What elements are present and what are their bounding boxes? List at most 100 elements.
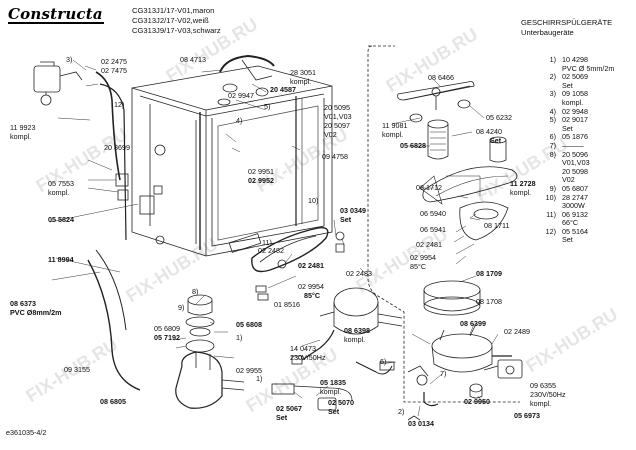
callout-part-number: 02 2483: [346, 269, 372, 278]
parts-text: 05 5164 Set: [562, 226, 588, 245]
parts-ref: 12): [545, 226, 556, 236]
category-title: GESCHIRRSPÜLGERÄTE: [521, 18, 613, 27]
logo-underline: [8, 22, 104, 24]
subcategory-title: Unterbaugeräte: [521, 28, 574, 37]
parts-text: 02 9948: [562, 106, 588, 116]
callout-part-number: 05 7553: [48, 179, 74, 188]
callout-part-number: 02 9951: [248, 167, 274, 176]
callout-note: Set: [490, 136, 502, 145]
callout-part-number: 08 4713: [180, 55, 206, 64]
callout-part-number: 08 6466: [428, 73, 454, 82]
callout-part-number: 02 5067: [276, 404, 302, 413]
callout-note: 230V/50Hz: [290, 353, 326, 362]
callout-note: 85°C: [410, 262, 427, 271]
parts-list-row: 2)02 5069 Set: [540, 72, 634, 90]
callout-part-number: 05 6828: [400, 141, 426, 150]
parts-list-row: 8) 20 5096 V01,V03 20 5098 V02: [540, 149, 634, 185]
callout-note: V01,V03: [324, 112, 352, 121]
callout-note: kompl.: [382, 130, 404, 139]
parts-ref: 7): [549, 140, 556, 150]
callout-part-number: 02 5070: [328, 398, 354, 407]
callout-note: PVC Ø8mm/2m: [10, 308, 62, 317]
callout-part-number: 05 5824: [48, 215, 74, 224]
callout-part-number: 09 4758: [322, 152, 348, 161]
callout-part-number: 20 8699: [104, 143, 130, 152]
callout-part-number: 05 1835: [320, 378, 346, 387]
parts-list-row: 9) 05 6807: [540, 183, 634, 194]
callout-part-number: 06 5941: [420, 225, 446, 234]
callout-note: kompl.: [48, 188, 70, 197]
callout-note: Set: [328, 407, 340, 416]
callout-ref: 9): [178, 303, 185, 312]
callout-part-number: 09 6355: [530, 381, 556, 390]
callout-ref: 6): [380, 357, 387, 366]
parts-text: 02 9017 Set: [562, 115, 588, 133]
callout-part-number: 20 5095: [324, 103, 350, 112]
callout-ref: 1): [256, 374, 263, 383]
callout-part-number: 08 1712: [416, 183, 442, 192]
parts-text: 10 4298 PVC Ø 5mm/2m: [562, 55, 615, 73]
parts-ref: 2): [549, 72, 556, 82]
parts-ref: 5): [549, 115, 556, 125]
callout-note: V02: [324, 130, 337, 139]
parts-text: 09 1058 kompl.: [562, 89, 588, 107]
callout-part-number: 05 6809: [154, 324, 180, 333]
callout-part-number: 08 6399: [460, 319, 486, 328]
callout-part-number: 02 9950: [464, 397, 490, 406]
callout-note: 230V/50Hz: [530, 390, 566, 399]
drawing-code: e361035-4/2: [6, 428, 47, 437]
callout-part-number: 28 3051: [290, 68, 316, 77]
parts-list-row: 11)06 9132 66°C: [540, 209, 634, 228]
model-line-3: CG313J9/17-V03,schwarz: [132, 26, 221, 35]
callout-note: kompl.: [530, 399, 552, 408]
parts-ref: 8): [549, 149, 556, 159]
parts-list-row: 3) 09 1058 kompl.: [540, 90, 634, 107]
callout-part-number: 06 5940: [420, 209, 446, 218]
callout-part-number: 02 9955: [236, 366, 262, 375]
parts-text: 05 6807: [562, 183, 588, 193]
callout-ref: 10): [308, 196, 319, 205]
callout-note: kompl.: [320, 387, 342, 396]
parts-list-row: 7)———: [540, 140, 634, 151]
parts-list-row: 4)02 9948: [540, 106, 634, 117]
callout-part-number: 11 8994: [48, 255, 74, 264]
callout-part-number: 02 2481: [298, 261, 324, 270]
parts-ref: 1): [549, 55, 556, 64]
callout-part-number: 02 2475: [101, 57, 127, 66]
callout-part-number: 14 0473: [290, 344, 316, 353]
model-line-2: CG313J2/17-V02,weiß: [132, 16, 209, 25]
parts-text: 20 5096 V01,V03 20 5098 V02: [562, 149, 590, 185]
callout-ref: 8): [192, 287, 199, 296]
callout-part-number: 11 9081: [382, 121, 408, 130]
callout-part-number: 05 6973: [514, 411, 540, 420]
callout-part-number: 08 6398: [344, 326, 370, 335]
callout-part-number: 05 6808: [236, 320, 262, 329]
parts-list-row: 6)05 1876: [540, 133, 634, 142]
callout-part-number: 02 2482: [258, 246, 284, 255]
parts-ref: 11): [546, 209, 556, 219]
callout-part-number: 08 6805: [100, 397, 126, 406]
callout-part-number: 11 9923: [10, 123, 36, 132]
callout-part-number: 03 0349: [340, 206, 366, 215]
callout-ref: 11): [262, 238, 272, 247]
parts-ref: 9): [549, 183, 556, 193]
parts-ref: 6): [549, 132, 556, 142]
parts-ref: 3): [549, 89, 556, 99]
callout-part-number: 01 8516: [274, 300, 300, 309]
parts-list: 1) 10 4298 PVC Ø 5mm/2m 2)02 5069 Set 3) 0…: [540, 55, 634, 245]
callout-ref: 3): [66, 55, 73, 64]
callout-ref: 7): [440, 369, 447, 378]
parts-text: 28 2747 3000W: [562, 192, 588, 211]
callout-part-number: 02 9947: [228, 91, 254, 100]
callout-part-number: 08 1708: [476, 297, 502, 306]
callout-part-number: 09 3155: [64, 365, 90, 374]
callout-part-number: 08 6373: [10, 299, 36, 308]
parts-list-row: 1) 10 4298 PVC Ø 5mm/2m: [540, 55, 634, 73]
callout-part-number: 08 1709: [476, 269, 502, 278]
callout-part-number: 05 7192: [154, 333, 180, 342]
callout-part-number: 02 9954: [410, 253, 436, 262]
callout-part-number: 05 6232: [486, 113, 512, 122]
callout-part-number: 02 9952: [248, 176, 274, 185]
parts-list-row: 5) 02 9017 Set: [540, 115, 634, 133]
